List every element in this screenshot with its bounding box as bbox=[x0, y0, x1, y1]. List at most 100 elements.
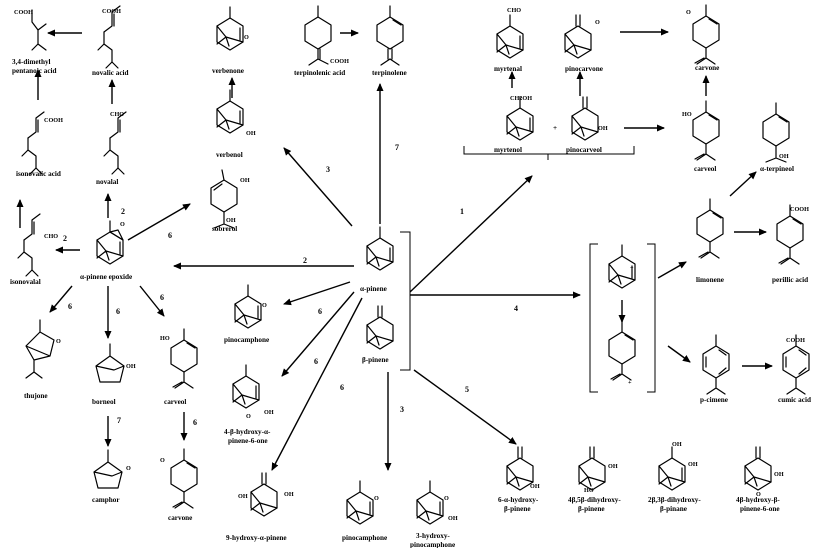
compound-name: 4β,5β-dihydroxy- bbox=[568, 496, 621, 504]
verbenone-structure bbox=[216, 6, 244, 51]
oh-label: OH bbox=[246, 130, 256, 137]
arrow bbox=[413, 369, 517, 445]
arrow bbox=[657, 261, 687, 279]
carvone-top-structure bbox=[692, 4, 720, 65]
novalic-acid-structure bbox=[97, 5, 121, 69]
cooh-label: COOH bbox=[330, 58, 349, 65]
p-cymene-structure bbox=[702, 334, 730, 395]
compound-name: carvone bbox=[695, 64, 719, 72]
pathway-number: 6 bbox=[193, 418, 197, 427]
o-label: O bbox=[686, 9, 691, 16]
compound-name: novalal bbox=[96, 178, 118, 186]
alpha-pinene-epoxide-structure bbox=[96, 220, 124, 265]
carveol-right-structure bbox=[692, 100, 720, 161]
compound-name: cumic acid bbox=[778, 396, 811, 404]
pinocamphone-bottom-structure bbox=[346, 480, 374, 525]
compound-name: isonovalic acid bbox=[16, 170, 61, 178]
plus-sign: + bbox=[628, 379, 632, 386]
compound-name: terpinolenic acid bbox=[294, 69, 345, 77]
hydroxy-beta-pinene-one-structure bbox=[744, 446, 772, 491]
arrow bbox=[283, 281, 351, 306]
pathway-number: 3 bbox=[400, 405, 404, 414]
arrow bbox=[283, 147, 353, 227]
cooh-label: COOH bbox=[44, 117, 63, 124]
compound-name: verbenol bbox=[216, 151, 243, 159]
terpinolenic-acid-structure bbox=[304, 5, 332, 66]
oh-label: OH bbox=[264, 409, 274, 416]
plus-sign: + bbox=[630, 264, 634, 271]
oh-label: OH bbox=[598, 125, 608, 132]
pinocamphone-structure bbox=[234, 284, 262, 329]
cooh-label: COOH bbox=[102, 8, 121, 15]
pinene-bracket bbox=[400, 231, 411, 371]
o-label: O bbox=[246, 413, 251, 420]
arrow bbox=[729, 171, 757, 197]
pinocarveol-structure bbox=[571, 96, 599, 141]
terpinolene-structure bbox=[376, 5, 404, 66]
cumic-acid-structure bbox=[782, 334, 810, 395]
compound-name: 9-hydroxy-α-pinene bbox=[226, 534, 287, 542]
limonene-structure bbox=[696, 198, 724, 259]
o-label: O bbox=[120, 221, 125, 228]
o-label: O bbox=[374, 495, 379, 502]
o-label: O bbox=[244, 34, 249, 41]
perillic-acid-structure bbox=[776, 204, 804, 265]
compound-name: limonene bbox=[696, 276, 724, 284]
myrtenol-structure bbox=[506, 96, 534, 141]
pathway-number: 6 bbox=[116, 307, 120, 316]
compound-name: β-pinene bbox=[362, 356, 389, 364]
isonovalic-acid-structure bbox=[21, 111, 45, 175]
arrow bbox=[271, 297, 363, 471]
compound-name: myrtenol bbox=[494, 146, 522, 154]
arrow bbox=[281, 291, 355, 377]
arrow bbox=[409, 175, 533, 293]
cooh-label: COOH bbox=[786, 337, 805, 344]
compound-name: myrtenal bbox=[494, 65, 522, 73]
compound-name: pinocarveol bbox=[566, 146, 602, 154]
myrtenal-structure bbox=[496, 14, 524, 59]
menthenyl-cation-structure bbox=[608, 320, 636, 381]
pathway-number: 1 bbox=[460, 207, 464, 216]
reaction-arrows bbox=[16, 28, 773, 471]
ho-label: HO bbox=[682, 111, 692, 118]
compound-name: α-pinene epoxide bbox=[80, 273, 132, 281]
pathway-number: 7 bbox=[117, 416, 121, 425]
compound-name: carveol bbox=[164, 398, 186, 406]
pathway-number: 6 bbox=[314, 357, 318, 366]
arrow bbox=[139, 285, 165, 317]
oh-label: OH bbox=[240, 177, 250, 184]
ho-label: HO bbox=[160, 335, 170, 342]
pathway-number: 2 bbox=[121, 207, 125, 216]
pathway-number: 6 bbox=[340, 383, 344, 392]
compound-name: isonovalal bbox=[10, 278, 41, 286]
pathway-numbers: 2 2 6 2 3 7 1 4 5 3 6 6 6 6 6 6 7 6 bbox=[63, 143, 518, 427]
carveol-left-structure bbox=[170, 328, 198, 389]
hydroxy-pinene-one-structure bbox=[232, 364, 260, 409]
carvone-bottom-structure bbox=[170, 448, 198, 509]
arrow bbox=[667, 345, 691, 363]
pathway-number: 7 bbox=[395, 143, 399, 152]
pathway-number: 4 bbox=[514, 304, 518, 313]
beta-pinene-structure bbox=[366, 305, 394, 350]
compound-name: pinocamphone bbox=[410, 541, 455, 548]
compound-name: 3,4-dimethyl bbox=[12, 58, 51, 66]
compound-name: β-pinene bbox=[578, 505, 605, 513]
compound-name: terpinolene bbox=[372, 69, 407, 77]
compound-name: pinene-6-one bbox=[740, 505, 780, 513]
compound-name: β-pinene bbox=[504, 505, 531, 513]
cho-label: CHO bbox=[507, 7, 521, 14]
compound-name: 3-hydroxy- bbox=[416, 532, 450, 540]
verbenol-structure bbox=[216, 89, 244, 134]
compound-name: carvone bbox=[168, 514, 192, 522]
oh-label: OH bbox=[284, 491, 294, 498]
o-label: O bbox=[756, 491, 761, 498]
oxidation-bracket bbox=[463, 146, 635, 160]
cation-bracket bbox=[589, 243, 656, 393]
compound-name: borneol bbox=[92, 398, 116, 406]
oh-label: OH bbox=[672, 441, 682, 448]
pathway-number: 6 bbox=[160, 293, 164, 302]
pathway-number: 2 bbox=[303, 256, 307, 265]
compound-name: 4β-hydroxy-β- bbox=[736, 496, 780, 504]
oh-label: OH bbox=[774, 471, 784, 478]
